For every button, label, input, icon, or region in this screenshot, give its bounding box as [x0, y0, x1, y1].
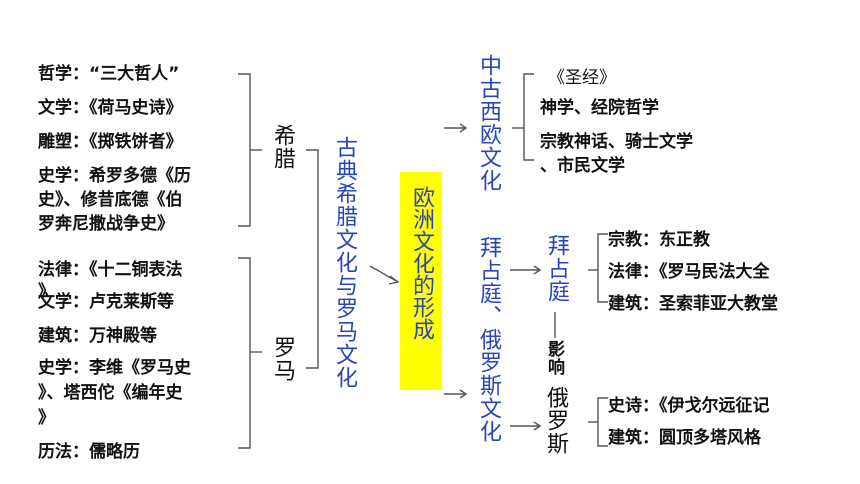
greece-item-sculpture: 雕塑：《掷铁饼者》	[38, 132, 183, 152]
rome-item-law-2: 》	[38, 282, 55, 302]
byzantium-label: 拜占庭	[544, 234, 569, 303]
arrow-to-center-head	[388, 275, 400, 285]
medieval-item-myth: 宗教神话、骑士文学	[540, 132, 693, 152]
rome-item-literature: 文学：卢克莱斯等	[38, 292, 174, 312]
russia-item-architecture: 建筑：圆顶多塔风格	[608, 428, 761, 448]
russia-label: 俄罗斯	[543, 386, 568, 455]
rome-label: 罗马	[270, 336, 295, 382]
classical-culture-label: 古典希腊文化与罗马文化	[332, 136, 357, 389]
rome-item-architecture: 建筑：万神殿等	[38, 326, 157, 346]
greece-item-history-2: 史》、修昔底德《伯	[38, 190, 183, 210]
medieval-item-civic: 、市民文学	[540, 156, 625, 176]
medieval-item-theology: 神学、经院哲学	[540, 98, 659, 118]
medieval-bracket	[523, 73, 534, 161]
rome-item-law-1: 法律：《十二铜表法	[38, 260, 183, 280]
medieval-item-bible: 《圣经》	[548, 68, 616, 88]
rome-bracket	[238, 257, 251, 449]
greece-item-history-3: 罗奔尼撒战争史》	[38, 214, 174, 234]
byzantium-item-religion: 宗教：东正教	[608, 230, 710, 250]
greece-label: 希腊	[270, 124, 295, 170]
greece-item-philosophy: 哲学：“三大哲人”	[38, 64, 180, 84]
rome-item-history-3: 》	[38, 408, 55, 428]
center-label: 欧洲文化的形成	[409, 186, 434, 340]
byz-russia-label: 拜占庭、俄罗斯文化	[476, 236, 501, 443]
rome-item-calendar: 历法：儒略历	[38, 442, 140, 462]
rome-item-history-1: 史学：李维《罗马史	[38, 358, 191, 378]
greece-item-literature: 文学：《荷马史诗》	[38, 98, 183, 118]
russia-bracket	[597, 397, 608, 447]
greece-item-history-1: 史学：希罗多德《历	[38, 166, 191, 186]
byzantium-item-architecture: 建筑：圣索菲亚大教堂	[608, 294, 778, 314]
greece-bracket	[238, 73, 251, 227]
arrow-to-byzantium-head	[533, 265, 542, 275]
influence-label: 影响	[544, 340, 564, 376]
center-box: 欧洲文化的形成	[400, 172, 442, 390]
arrow-to-byz-russia-head	[459, 389, 468, 399]
byzantium-item-law: 法律：《罗马民法大全	[608, 262, 770, 282]
byzantium-bracket	[597, 233, 608, 303]
rome-item-history-2: 》、塔西佗《编年史	[38, 383, 183, 403]
classical-bracket	[306, 149, 319, 369]
arrow-to-russia-head	[533, 421, 542, 431]
medieval-label: 中古西欧文化	[476, 54, 501, 192]
arrow-to-medieval-head	[459, 123, 468, 133]
russia-item-epic: 史诗：《伊戈尔远征记	[608, 396, 770, 416]
